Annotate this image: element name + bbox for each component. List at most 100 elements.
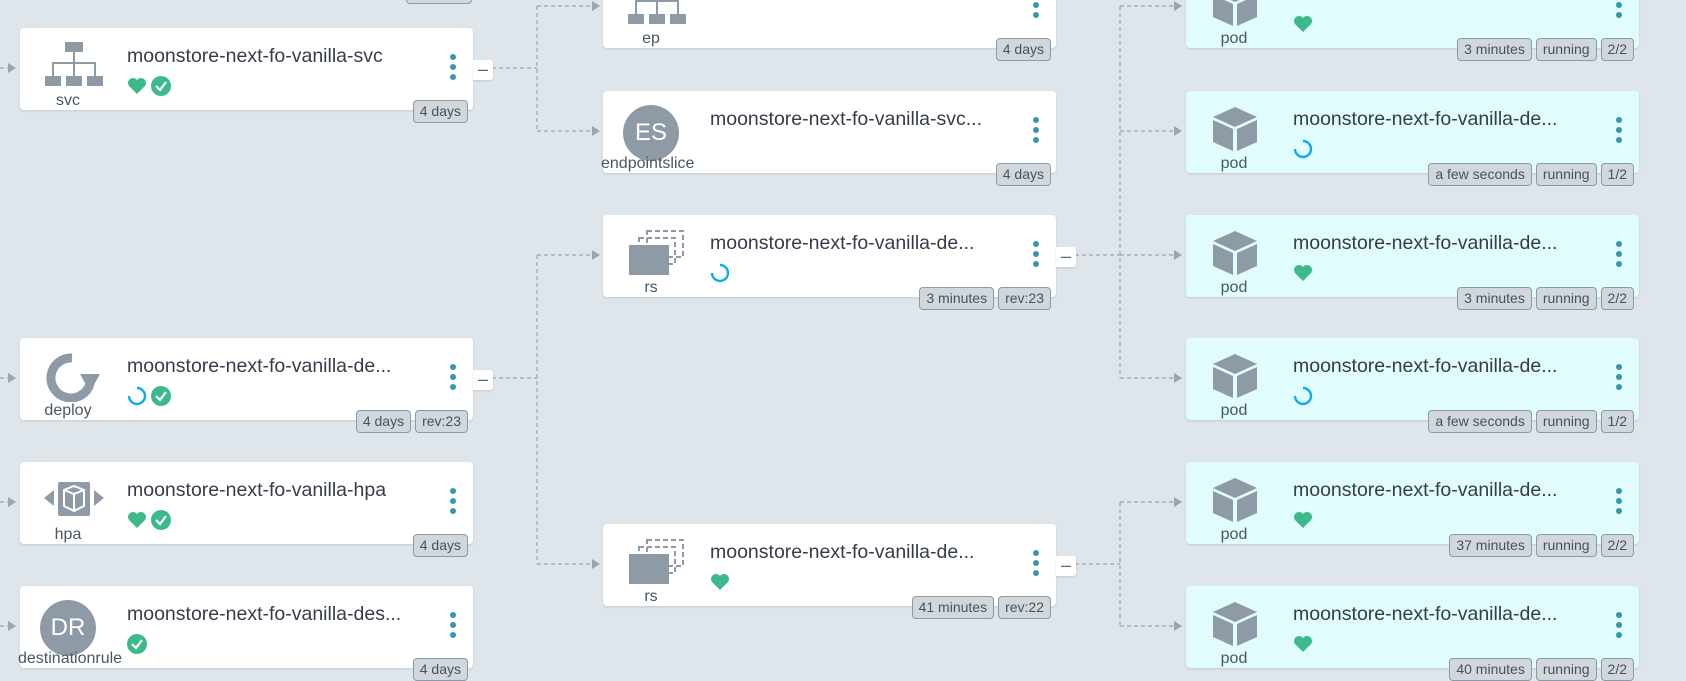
node-menu-button[interactable] bbox=[1611, 488, 1627, 520]
collapse-button[interactable]: – bbox=[1056, 556, 1076, 576]
node-pod[interactable]: pod moonstore-next-fo-vanilla-de... a few … bbox=[1186, 91, 1639, 186]
node-kind-label: pod bbox=[1220, 279, 1248, 296]
clipped-tag bbox=[406, 0, 472, 4]
collapse-button[interactable]: – bbox=[473, 370, 493, 390]
node-rs-rev23[interactable]: rs moonstore-next-fo-vanilla-de... – 3 m… bbox=[603, 215, 1076, 310]
check-circle-icon bbox=[151, 76, 171, 96]
revision-tag: rev:23 bbox=[415, 410, 468, 433]
node-pod[interactable]: pod moonstore-next-fo-vanilla-de... 37 min… bbox=[1186, 462, 1639, 557]
node-menu-button[interactable] bbox=[1028, 241, 1044, 273]
node-menu-button[interactable] bbox=[1611, 241, 1627, 273]
node-menu-button[interactable] bbox=[445, 364, 461, 396]
ready-tag: 1/2 bbox=[1600, 163, 1634, 186]
node-title: moonstore-next-fo-vanilla-de... bbox=[1293, 479, 1558, 501]
ready-tag: 2/2 bbox=[1600, 287, 1634, 310]
node-kind-label: destinationrule bbox=[18, 650, 123, 667]
node-kind-label: rs bbox=[644, 279, 658, 296]
node-kind-label: svc bbox=[56, 92, 80, 109]
node-title: moonstore-next-fo-vanilla-de... bbox=[1293, 108, 1558, 130]
age-tag: 3 minutes bbox=[1457, 38, 1532, 61]
pod-icon bbox=[1186, 0, 1282, 50]
collapse-button[interactable]: – bbox=[473, 60, 493, 80]
state-tag: running bbox=[1535, 163, 1597, 186]
node-menu-button[interactable] bbox=[1028, 0, 1044, 24]
node-kind-label: pod bbox=[1220, 402, 1248, 419]
node-menu-button[interactable] bbox=[1028, 117, 1044, 149]
pod-icon bbox=[1186, 91, 1282, 175]
status-icons bbox=[710, 570, 730, 594]
status-icons bbox=[710, 261, 730, 285]
age-tag: a few seconds bbox=[1428, 410, 1532, 433]
node-title: moonstore-next-fo-vanilla-de... bbox=[1293, 355, 1558, 377]
state-tag: running bbox=[1535, 410, 1597, 433]
node-endpointslice[interactable]: ES endpointslice moonstore-next-fo-vanil… bbox=[601, 91, 1056, 186]
node-title: moonstore-next-fo-vanilla-des... bbox=[127, 603, 402, 625]
pod-icon bbox=[1186, 338, 1282, 422]
check-circle-icon bbox=[151, 386, 171, 406]
status-icons bbox=[1293, 632, 1313, 656]
age-tag: 3 minutes bbox=[1457, 287, 1532, 310]
destinationrule-icon: DR bbox=[40, 600, 96, 656]
check-circle-icon bbox=[151, 510, 171, 530]
node-ep[interactable]: ep moonstore-next-fo-vanilla-svc 4 days bbox=[603, 0, 1056, 61]
node-menu-button[interactable] bbox=[1028, 550, 1044, 582]
age-tag: 4 days bbox=[355, 410, 412, 433]
node-menu-button[interactable] bbox=[445, 488, 461, 520]
hpa-icon bbox=[20, 462, 116, 546]
node-pod[interactable]: pod moonstore-next-fo-vanilla-de... a few … bbox=[1186, 338, 1639, 433]
heart-icon bbox=[1294, 512, 1312, 528]
progressing-icon bbox=[1293, 139, 1313, 159]
pod-icon bbox=[1186, 462, 1282, 546]
heart-icon bbox=[1294, 16, 1312, 32]
node-menu-button[interactable] bbox=[1611, 364, 1627, 396]
node-title: moonstore-next-fo-vanilla-svc... bbox=[710, 108, 983, 130]
progressing-icon bbox=[1293, 386, 1313, 406]
node-title: moonstore-next-fo-vanilla-hpa bbox=[127, 479, 387, 501]
node-kind-label: pod bbox=[1220, 650, 1248, 667]
age-tag: a few seconds bbox=[1428, 163, 1532, 186]
heart-icon bbox=[128, 78, 146, 94]
node-title: moonstore-next-fo-vanilla-de... bbox=[127, 355, 392, 377]
heart-icon bbox=[128, 512, 146, 528]
node-pod[interactable]: pod moonstore-next-fo-vanilla-de... 3 minu… bbox=[1186, 215, 1639, 310]
heart-icon bbox=[1294, 265, 1312, 281]
node-menu-button[interactable] bbox=[1611, 0, 1627, 24]
node-kind-label: endpointslice bbox=[601, 155, 695, 172]
node-menu-button[interactable] bbox=[1611, 117, 1627, 149]
node-menu-button[interactable] bbox=[1611, 612, 1627, 644]
ready-tag: 2/2 bbox=[1600, 38, 1634, 61]
node-title: moonstore-next-fo-vanilla-de... bbox=[1293, 603, 1558, 625]
pod-icon bbox=[1186, 215, 1282, 299]
state-tag: running bbox=[1535, 38, 1597, 61]
node-menu-button[interactable] bbox=[445, 612, 461, 644]
node-kind-label: pod bbox=[1220, 526, 1248, 543]
revision-tag: rev:23 bbox=[998, 287, 1051, 310]
node-hpa[interactable]: hpa moonstore-next-fo-vanilla-hpa 4 days bbox=[20, 462, 473, 557]
age-tag: 4 days bbox=[412, 100, 468, 123]
status-icons bbox=[1293, 12, 1313, 36]
node-deploy[interactable]: deploy moonstore-next-fo-vanilla-de... –… bbox=[20, 338, 493, 433]
node-svc[interactable]: svc moonstore-next-fo-vanilla-svc – 4 da… bbox=[20, 28, 493, 123]
node-kind-label: rs bbox=[644, 588, 658, 605]
ready-tag: 2/2 bbox=[1600, 534, 1634, 557]
node-rs-rev22[interactable]: rs moonstore-next-fo-vanilla-de... – 41 … bbox=[603, 524, 1076, 619]
node-destinationrule[interactable]: DR destinationrule moonstore-next-fo-van… bbox=[18, 586, 473, 681]
age-tag: 37 minutes bbox=[1449, 534, 1532, 557]
status-icons bbox=[127, 632, 147, 656]
status-icons bbox=[127, 74, 171, 98]
collapse-button[interactable]: – bbox=[1056, 247, 1076, 267]
progressing-icon bbox=[127, 386, 147, 406]
age-tag: 41 minutes bbox=[911, 596, 995, 619]
node-title: moonstore-next-fo-vanilla-de... bbox=[1293, 232, 1558, 254]
node-title: moonstore-next-fo-vanilla-svc bbox=[127, 45, 383, 67]
node-menu-button[interactable] bbox=[445, 54, 461, 86]
node-title: moonstore-next-fo-vanilla-de... bbox=[1293, 0, 1578, 6]
node-title: moonstore-next-fo-vanilla-de... bbox=[710, 232, 975, 254]
node-kind-label: pod bbox=[1220, 155, 1248, 172]
endpointslice-icon: ES bbox=[623, 105, 679, 161]
age-tag: 4 days bbox=[412, 534, 468, 557]
deploy-icon bbox=[20, 338, 116, 422]
